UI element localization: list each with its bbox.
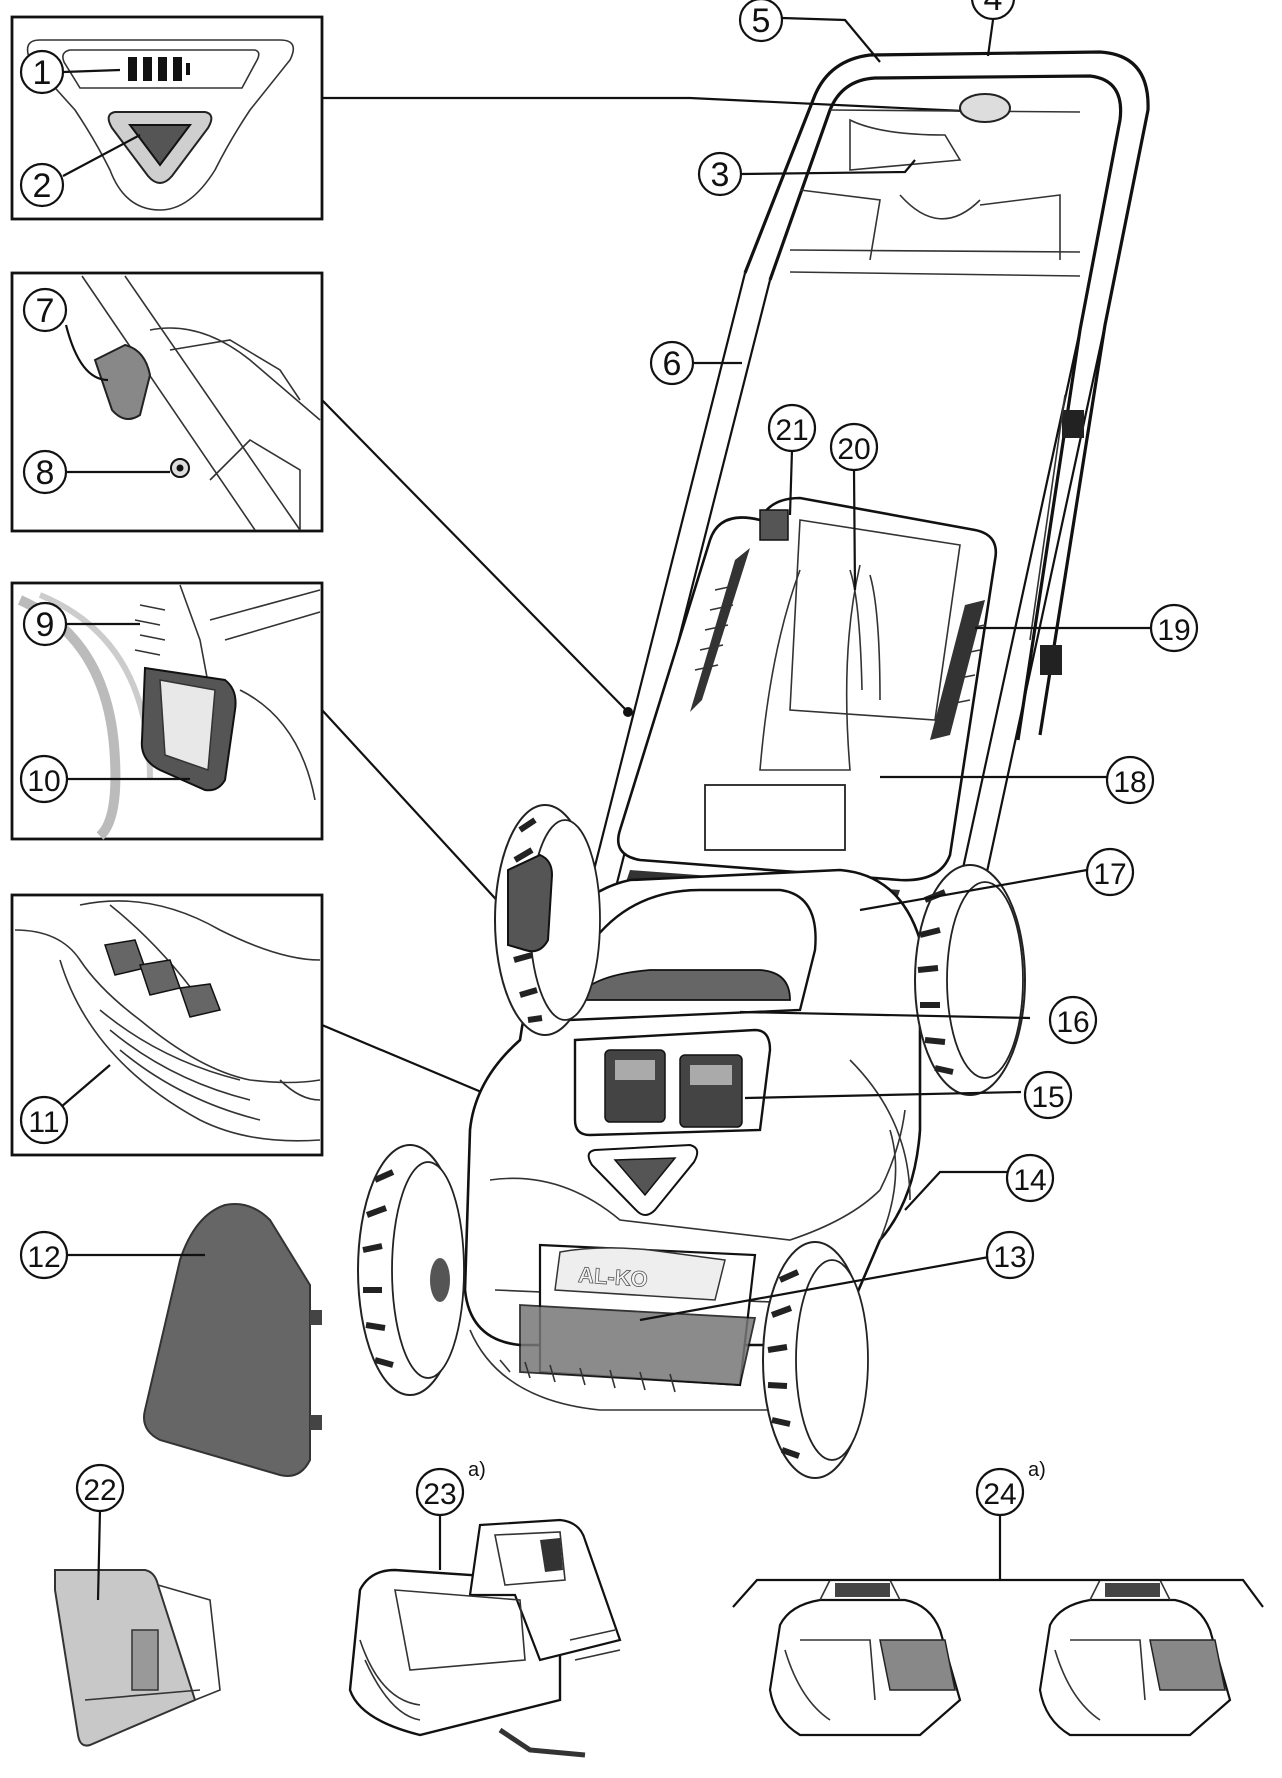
- svg-text:17: 17: [1093, 858, 1126, 891]
- callout-10: 10: [19, 754, 69, 804]
- svg-text:23: 23: [423, 1478, 456, 1511]
- callout-23: 23: [415, 1467, 465, 1517]
- cable-clip-icon: [1062, 410, 1084, 438]
- callout-6: 6: [649, 340, 695, 386]
- callout-2: 2: [19, 162, 65, 208]
- svg-text:11: 11: [28, 1106, 59, 1139]
- battery-pack-right: [1038, 1579, 1232, 1737]
- svg-text:19: 19: [1157, 614, 1190, 647]
- callout-17: 17: [1085, 847, 1135, 897]
- battery-pack-left: [768, 1579, 962, 1737]
- svg-text:16: 16: [1056, 1006, 1089, 1039]
- wheel-rear-right: [914, 864, 1026, 1096]
- callout-3: 3: [697, 151, 743, 197]
- callout-20: 20: [829, 422, 879, 472]
- callout-7: 7: [22, 287, 68, 333]
- brand-logo: AL-KO: [577, 1262, 648, 1292]
- callout-14: 14: [1005, 1153, 1055, 1203]
- catcher-vents-left: [690, 548, 750, 712]
- svg-text:5: 5: [752, 2, 771, 40]
- callout-18: 18: [1105, 755, 1155, 805]
- footnote-mark-24: a): [1028, 1459, 1046, 1481]
- callout-1: 1: [19, 49, 65, 95]
- battery-charger: [348, 1518, 622, 1758]
- svg-text:15: 15: [1031, 1081, 1064, 1114]
- grass-catcher: [616, 496, 998, 905]
- callout-5: 5: [738, 0, 784, 43]
- callout-19: 19: [1149, 603, 1199, 653]
- vent-slots: [104, 939, 222, 1018]
- catcher-vents-right: [930, 600, 986, 740]
- handle-lock-lever-icon: [93, 343, 152, 420]
- svg-text:18: 18: [1113, 766, 1146, 799]
- callout-16: 16: [1048, 995, 1098, 1045]
- svg-text:4: 4: [984, 0, 1003, 18]
- svg-text:8: 8: [36, 454, 55, 492]
- svg-text:14: 14: [1013, 1164, 1046, 1197]
- power-button-icon: [128, 124, 192, 167]
- mower-handle: [573, 50, 1150, 1021]
- svg-text:13: 13: [993, 1241, 1026, 1274]
- side-discharge-chute: [54, 1569, 221, 1747]
- svg-text:22: 22: [83, 1474, 116, 1507]
- wheel-front-right: [762, 1241, 869, 1479]
- callout-21: 21: [767, 403, 817, 453]
- mower-main-illustration: AL-KO: [357, 50, 1150, 1479]
- svg-text:20: 20: [837, 433, 870, 466]
- callout-24: 24: [975, 1467, 1025, 1517]
- footnote-mark-23: a): [468, 1459, 486, 1481]
- svg-text:10: 10: [27, 765, 60, 798]
- wheel-front-left: [357, 1144, 465, 1396]
- svg-text:12: 12: [27, 1241, 60, 1274]
- svg-text:2: 2: [33, 167, 52, 205]
- battery-level-bars: [128, 57, 190, 81]
- leader-lines: [60, 16, 1150, 1601]
- handle-control-icon: [959, 93, 1011, 123]
- svg-text:21: 21: [775, 414, 808, 447]
- callout-11: 11: [19, 1095, 69, 1145]
- callout-8: 8: [22, 449, 68, 495]
- svg-text:1: 1: [33, 54, 52, 92]
- callout-13: 13: [985, 1230, 1035, 1280]
- callout-12: 12: [19, 1230, 69, 1280]
- svg-text:3: 3: [711, 156, 730, 194]
- callout-9: 9: [22, 601, 68, 647]
- svg-text:24: 24: [983, 1478, 1016, 1511]
- svg-text:9: 9: [36, 606, 55, 644]
- callout-15: 15: [1023, 1070, 1073, 1120]
- fill-indicator-icon: [759, 509, 789, 541]
- mulch-plug: [143, 1203, 322, 1477]
- svg-text:7: 7: [36, 292, 55, 330]
- callout-4: 4: [970, 0, 1016, 21]
- callout-22: 22: [75, 1463, 125, 1513]
- svg-text:6: 6: [663, 345, 682, 383]
